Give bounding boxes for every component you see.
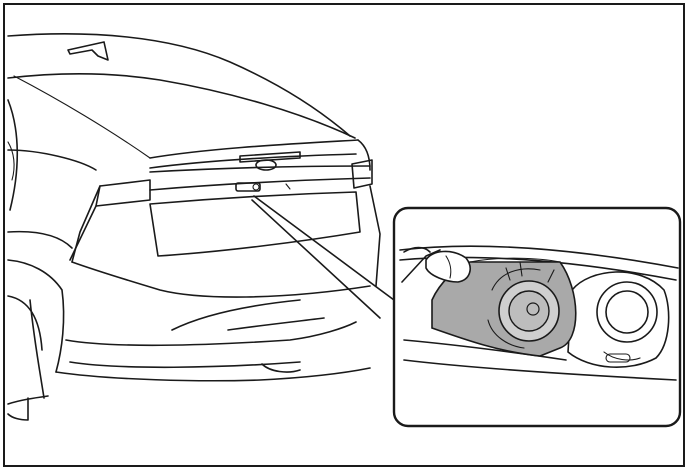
camera-lens-housing <box>567 271 670 368</box>
brand-emblem <box>255 159 277 171</box>
fingertip <box>403 246 471 283</box>
callout-pointer <box>251 195 395 319</box>
detail-inset <box>392 206 682 428</box>
rear-camera-small <box>235 182 291 192</box>
car-body <box>7 33 381 421</box>
